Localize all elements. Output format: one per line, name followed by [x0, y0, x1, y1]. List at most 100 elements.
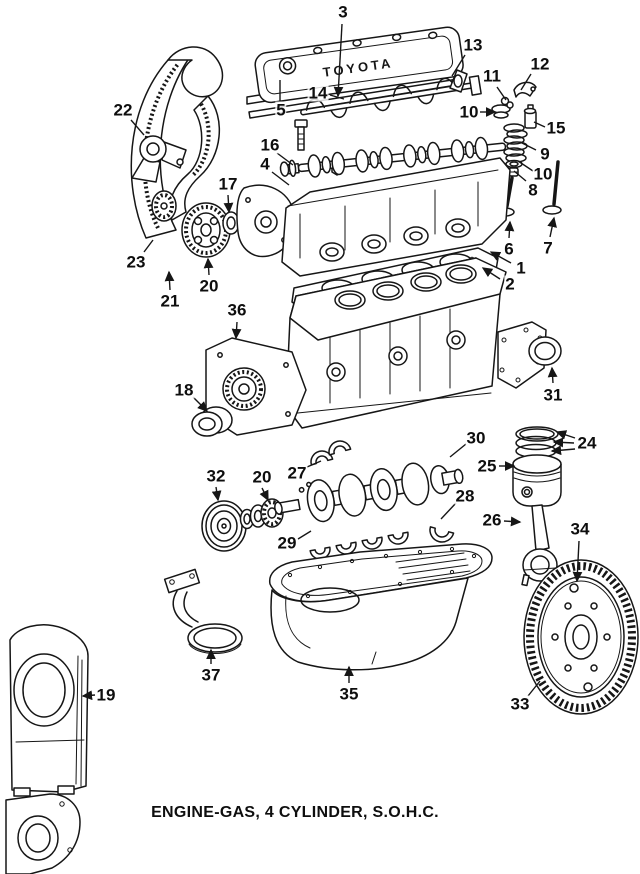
- callout-36: 36: [226, 300, 248, 320]
- leader-line-16: [276, 152, 294, 166]
- callout-23: 23: [125, 252, 147, 272]
- leader-line-17: [223, 194, 234, 214]
- callout-30: 30: [465, 428, 487, 448]
- leader-line-22: [130, 119, 145, 136]
- timing-belt: [131, 47, 222, 238]
- leader-line-6: [504, 220, 515, 239]
- leader-line-8: [513, 170, 527, 182]
- leader-line-19: [81, 690, 96, 701]
- leader-line-4: [271, 171, 290, 186]
- leader-line-12: [520, 73, 532, 91]
- leader-line-30: [449, 443, 467, 458]
- leader-line-32: [211, 486, 222, 502]
- callout-7: 7: [542, 238, 554, 258]
- callout-18: 18: [173, 380, 195, 400]
- callout-24: 24: [576, 433, 598, 453]
- leader-line-20: [259, 487, 269, 502]
- leader-line-23: [143, 239, 154, 253]
- callout-5: 5: [275, 100, 287, 120]
- rocker-shaft-end: [450, 70, 467, 92]
- leader-line-20: [203, 257, 214, 276]
- leader-line-31: [547, 366, 558, 384]
- callout-15: 15: [545, 118, 567, 138]
- callout-1: 1: [515, 258, 527, 278]
- cylinder-head: [282, 158, 510, 276]
- leader-line-1: [489, 251, 512, 264]
- main-bearings-upper: [309, 439, 351, 465]
- callout-19: 19: [95, 685, 117, 705]
- callout-12: 12: [529, 54, 551, 74]
- callout-21: 21: [159, 291, 181, 311]
- leader-line-28: [440, 502, 457, 520]
- oil-pump: [192, 338, 306, 436]
- callout-29: 29: [276, 533, 298, 553]
- timing-cover-lower: [6, 794, 80, 874]
- idler-pulley: [152, 191, 176, 221]
- leader-line-21: [164, 270, 175, 291]
- exhaust-valve: [543, 162, 561, 214]
- leader-line-15: [533, 121, 546, 128]
- leader-line-29: [297, 530, 312, 540]
- callout-26: 26: [481, 510, 503, 530]
- leader-line-33: [527, 680, 541, 697]
- leader-line-24: [555, 430, 576, 440]
- rear-main-seal: [529, 337, 561, 365]
- camshaft: [279, 135, 506, 181]
- callout-22: 22: [112, 100, 134, 120]
- callout-6: 6: [503, 239, 515, 259]
- leader-line-26: [503, 516, 522, 527]
- leader-line-9: [519, 141, 537, 151]
- callout-17: 17: [217, 174, 239, 194]
- callout-11: 11: [482, 66, 502, 86]
- crankshaft: [271, 455, 466, 529]
- leader-line-2: [481, 267, 501, 280]
- callout-31: 31: [542, 385, 564, 405]
- leader-line-27: [306, 460, 322, 468]
- callout-32: 32: [205, 466, 227, 486]
- leader-line-24: [550, 445, 576, 456]
- callout-27: 27: [286, 463, 308, 483]
- connecting-rod: [522, 505, 557, 586]
- leader-line-14: [329, 94, 345, 100]
- rocker-arm: [514, 82, 536, 97]
- leader-line-36: [231, 321, 242, 340]
- callout-34: 34: [569, 519, 591, 539]
- callout-33: 33: [509, 694, 531, 714]
- belt-tensioner: [132, 136, 186, 182]
- crank-pulley: [202, 501, 246, 551]
- valve-cover: TOYOTA: [254, 26, 465, 104]
- leader-line-3: [333, 23, 344, 98]
- leader-line-24: [552, 437, 575, 448]
- flywheel: [524, 560, 638, 714]
- callout-35: 35: [338, 684, 360, 704]
- valve-lash-adjuster: [525, 105, 537, 128]
- callout-8: 8: [527, 180, 539, 200]
- oil-strainer: [165, 569, 242, 653]
- engine-block: [286, 258, 506, 428]
- callout-16: 16: [259, 135, 281, 155]
- piston: [513, 455, 561, 506]
- callout-28: 28: [454, 486, 476, 506]
- callout-37: 37: [200, 665, 222, 685]
- leader-line-7: [547, 216, 557, 238]
- callout-9: 9: [539, 144, 551, 164]
- leader-line-13: [451, 54, 466, 77]
- thrust-bearing: [427, 527, 453, 545]
- callout-3: 3: [337, 2, 349, 22]
- leader-line-34: [572, 540, 583, 583]
- callout-25: 25: [476, 456, 498, 476]
- pulley-spacers: [241, 505, 266, 529]
- callout-20: 20: [251, 467, 273, 487]
- callout-10: 10: [458, 102, 480, 122]
- callout-14: 14: [307, 83, 329, 103]
- callout-4: 4: [259, 154, 271, 174]
- front-housing: [237, 185, 295, 256]
- main-bearing-caps: [310, 532, 409, 560]
- callout-13: 13: [462, 35, 484, 55]
- diagram-caption: ENGINE-GAS, 4 CYLINDER, S.O.H.C.: [151, 804, 439, 821]
- callout-20: 20: [198, 276, 220, 296]
- timing-cover-upper: [10, 625, 88, 796]
